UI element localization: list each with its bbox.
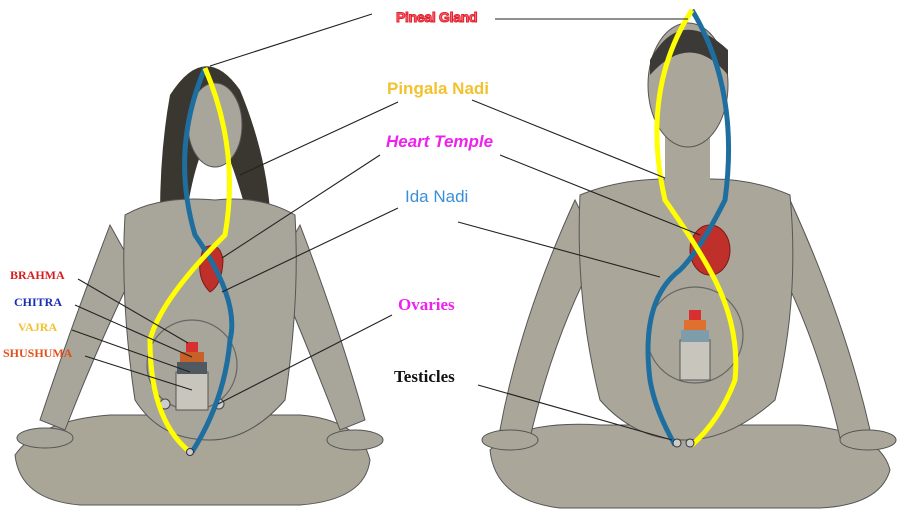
label-shushuma: SHUSHUMA	[3, 346, 73, 360]
leader-lines	[71, 13, 701, 441]
label-ida-nadi: Ida Nadi	[405, 187, 469, 206]
label-chitra: CHITRA	[14, 295, 63, 309]
female-figure	[14, 66, 384, 506]
label-pingala-nadi: Pingala Nadi	[387, 79, 490, 98]
label-pineal-gland: Pineal Gland	[395, 9, 478, 25]
label-ovaries: Ovaries	[398, 295, 455, 314]
label-brahma: BRAHMA	[10, 268, 65, 282]
label-heart-temple: Heart Temple	[386, 132, 494, 151]
label-testicles: Testicles	[394, 367, 455, 386]
label-vajra: VAJRA	[18, 320, 58, 334]
male-figure	[481, 8, 897, 509]
